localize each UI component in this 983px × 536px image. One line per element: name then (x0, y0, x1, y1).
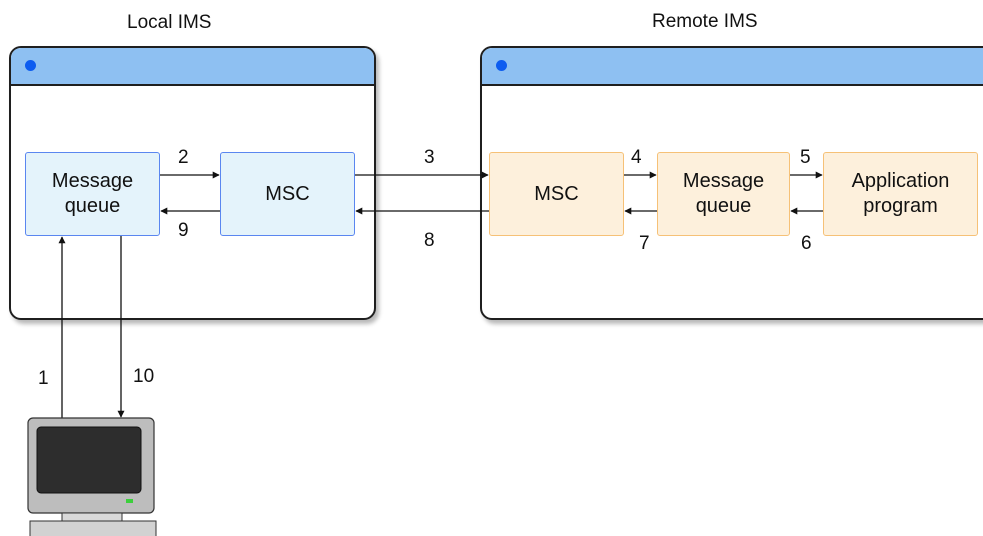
local-ims-title: Local IMS (127, 12, 212, 33)
window-dot-icon (496, 60, 507, 71)
computer-terminal-icon (27, 417, 157, 536)
local-message-queue: Message queue (25, 152, 160, 236)
local-msc: MSC (220, 152, 355, 236)
step-label-3: 3 (424, 147, 435, 168)
step-label-9: 9 (178, 220, 189, 241)
remote-window-title-bar (482, 48, 983, 86)
step-label-1: 1 (38, 368, 49, 389)
remote-msc: MSC (489, 152, 624, 236)
step-label-10: 10 (133, 366, 155, 387)
step-label-7: 7 (639, 233, 650, 254)
window-dot-icon (25, 60, 36, 71)
remote-ims-title: Remote IMS (652, 11, 758, 32)
application-program: Application program (823, 152, 978, 236)
step-label-5: 5 (800, 147, 811, 168)
step-label-2: 2 (178, 147, 189, 168)
step-label-4: 4 (631, 147, 642, 168)
step-label-6: 6 (801, 233, 812, 254)
local-window-title-bar (11, 48, 374, 86)
step-label-8: 8 (424, 230, 435, 251)
remote-message-queue: Message queue (657, 152, 790, 236)
